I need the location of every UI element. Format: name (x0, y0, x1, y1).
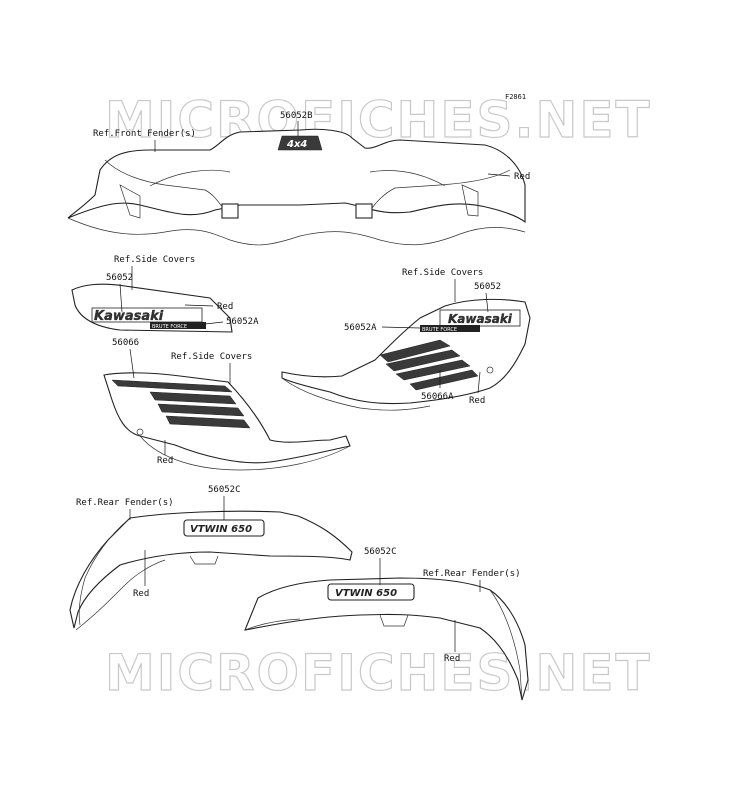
left-upper-subtext: BRUTE FORCE (152, 324, 187, 330)
front-fender: 4x4 (67, 128, 526, 246)
front-fender-ref-label: Ref.Front Fender(s) (93, 129, 196, 139)
left-upper-ref-label: Ref.Side Covers (114, 255, 195, 265)
watermark-bottom: MICROFICHES.NET (105, 644, 652, 702)
right-side-cover: Kawasaki BRUTE FORCE (281, 298, 531, 411)
left-upper-color-label: Red (217, 302, 233, 312)
right-part-56052A: 56052A (344, 323, 377, 333)
right-part-56052: 56052 (474, 282, 501, 292)
front-fender-decal: 4x4 (286, 139, 307, 150)
left-rear-ref-label: Ref.Rear Fender(s) (76, 498, 174, 508)
right-brand: Kawasaki (448, 312, 513, 326)
right-rear-part-56052C: 56052C (364, 547, 397, 557)
left-upper-brand: Kawasaki (94, 309, 164, 324)
right-color-label: Red (469, 396, 485, 406)
left-side-cover-lower (103, 372, 351, 471)
left-lower-color-label: Red (157, 456, 173, 466)
right-rear-fender: VTWIN 650 (244, 577, 529, 701)
watermark-top: MICROFICHES.NET (105, 91, 652, 149)
left-lower-ref-label: Ref.Side Covers (171, 352, 252, 362)
left-upper-part-56052A: 56052A (226, 317, 259, 327)
left-rear-fender: VTWIN 650 (69, 510, 353, 631)
right-ref-label: Ref.Side Covers (402, 268, 483, 278)
left-rear-color-label: Red (133, 589, 149, 599)
right-rear-ref-label: Ref.Rear Fender(s) (423, 569, 521, 579)
left-rear-decal: VTWIN 650 (190, 524, 252, 535)
left-upper-part-56052: 56052 (106, 273, 133, 283)
right-rear-decal: VTWIN 650 (335, 588, 397, 599)
right-subtext: BRUTE FORCE (422, 327, 457, 333)
figure-code: F2861 (505, 93, 526, 101)
right-rear-color-label: Red (444, 654, 460, 664)
right-part-56066A: 56066A (421, 392, 454, 402)
left-lower-part-56066: 56066 (112, 338, 139, 348)
front-fender-part-56052B: 56052B (280, 111, 313, 121)
left-side-cover-upper: Kawasaki BRUTE FORCE (71, 283, 233, 333)
front-fender-color-label: Red (514, 172, 530, 182)
left-rear-part-56052C: 56052C (208, 485, 241, 495)
